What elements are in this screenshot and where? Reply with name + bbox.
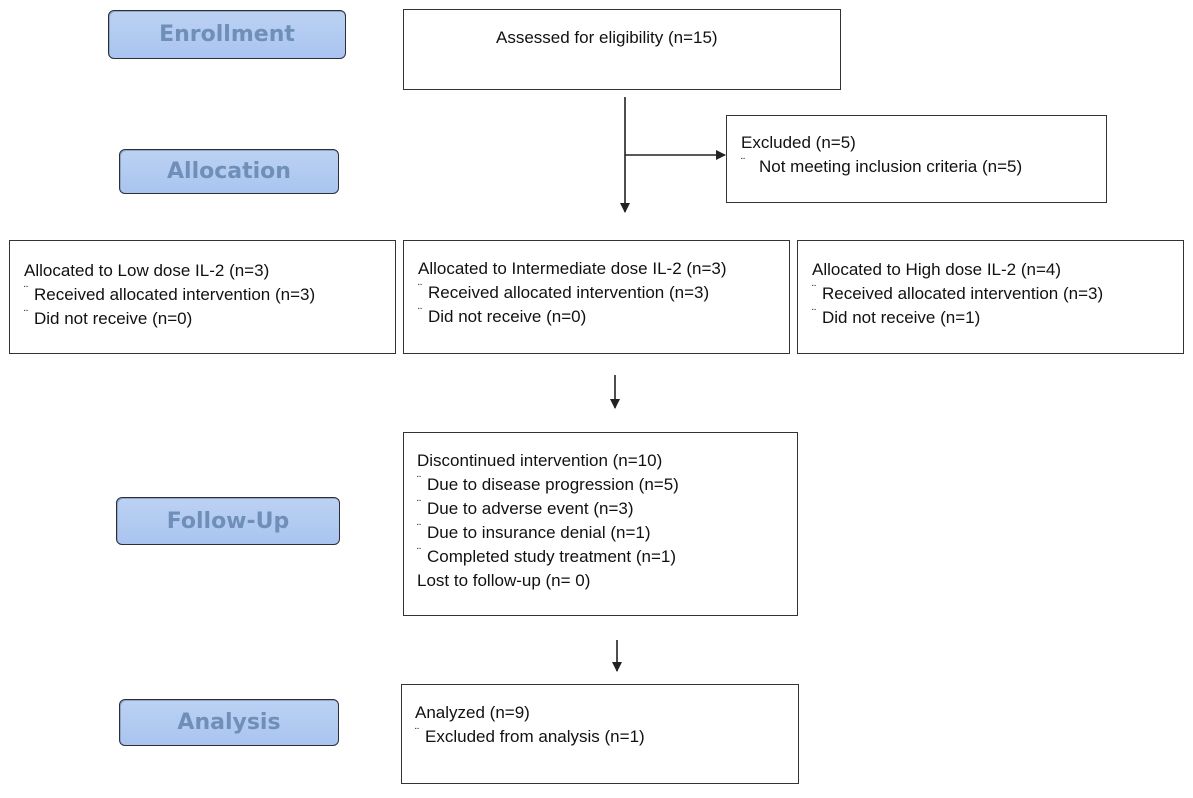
followup-item-2: ¨ Due to adverse event (n=3): [417, 497, 797, 521]
arm-intermediate-item-2: ¨ Did not receive (n=0): [418, 305, 789, 329]
analysis-box: Analyzed (n=9) ¨ Excluded from analysis …: [401, 684, 799, 784]
stage-followup: Follow-Up: [116, 497, 340, 545]
followup-title: Discontinued intervention (n=10): [417, 451, 663, 470]
stage-enrollment: Enrollment: [108, 10, 346, 59]
bullet-mark: ¨: [741, 155, 745, 169]
arm-intermediate-box: Allocated to Intermediate dose IL-2 (n=3…: [403, 240, 790, 354]
analysis-item-1-text: Excluded from analysis (n=1): [425, 727, 645, 746]
arm-intermediate-item-1-text: Received allocated intervention (n=3): [428, 283, 710, 302]
arm-intermediate-item-1: ¨ Received allocated intervention (n=3): [418, 281, 789, 305]
followup-box: Discontinued intervention (n=10) ¨ Due t…: [403, 432, 798, 616]
assessed-box: Assessed for eligibility (n=15): [403, 9, 841, 90]
excluded-box: Excluded (n=5) ¨ Not meeting inclusion c…: [726, 115, 1107, 203]
followup-item-3: ¨ Due to insurance denial (n=1): [417, 521, 797, 545]
bullet-mark: ¨: [415, 725, 419, 739]
excluded-title: Excluded (n=5): [741, 133, 856, 152]
stage-followup-label: Follow-Up: [166, 508, 290, 534]
followup-item-3-text: Due to insurance denial (n=1): [427, 523, 651, 542]
bullet-mark: ¨: [812, 306, 816, 320]
bullet-mark: ¨: [24, 307, 28, 321]
followup-item-4-text: Completed study treatment (n=1): [427, 547, 676, 566]
bullet-mark: ¨: [417, 497, 421, 511]
arm-low-item-2: ¨ Did not receive (n=0): [24, 307, 395, 331]
arm-low-item-1-text: Received allocated intervention (n=3): [34, 285, 316, 304]
stage-analysis: Analysis: [119, 699, 339, 746]
followup-item-1-text: Due to disease progression (n=5): [427, 475, 679, 494]
followup-item-1: ¨ Due to disease progression (n=5): [417, 473, 797, 497]
arm-high-item-1-text: Received allocated intervention (n=3): [822, 284, 1104, 303]
bullet-mark: ¨: [417, 545, 421, 559]
bullet-mark: ¨: [812, 282, 816, 296]
arm-low-box: Allocated to Low dose IL-2 (n=3) ¨ Recei…: [9, 240, 396, 354]
assessed-title: Assessed for eligibility (n=15): [496, 28, 718, 47]
followup-item-4: ¨ Completed study treatment (n=1): [417, 545, 797, 569]
bullet-mark: ¨: [417, 521, 421, 535]
stage-enrollment-label: Enrollment: [159, 22, 295, 47]
arm-high-item-2: ¨ Did not receive (n=1): [812, 306, 1183, 330]
bullet-mark: ¨: [418, 305, 422, 319]
followup-lost: Lost to follow-up (n= 0): [417, 571, 591, 590]
followup-item-2-text: Due to adverse event (n=3): [427, 499, 634, 518]
bullet-mark: ¨: [24, 283, 28, 297]
analysis-title: Analyzed (n=9): [415, 703, 530, 722]
arm-low-item-2-text: Did not receive (n=0): [34, 309, 193, 328]
arm-high-box: Allocated to High dose IL-2 (n=4) ¨ Rece…: [797, 240, 1184, 354]
excluded-item: ¨ Not meeting inclusion criteria (n=5): [741, 155, 1106, 179]
arm-low-title: Allocated to Low dose IL-2 (n=3): [24, 261, 270, 280]
arm-high-item-2-text: Did not receive (n=1): [822, 308, 981, 327]
bullet-mark: ¨: [417, 473, 421, 487]
analysis-item-1: ¨ Excluded from analysis (n=1): [415, 725, 798, 749]
stage-allocation-label: Allocation: [167, 159, 291, 184]
stage-analysis-label: Analysis: [177, 710, 281, 735]
stage-allocation: Allocation: [119, 149, 339, 194]
bullet-mark: ¨: [418, 281, 422, 295]
arm-high-item-1: ¨ Received allocated intervention (n=3): [812, 282, 1183, 306]
arm-intermediate-title: Allocated to Intermediate dose IL-2 (n=3…: [418, 259, 727, 278]
arm-intermediate-item-2-text: Did not receive (n=0): [428, 307, 587, 326]
excluded-item-text: Not meeting inclusion criteria (n=5): [759, 157, 1023, 176]
arm-low-item-1: ¨ Received allocated intervention (n=3): [24, 283, 395, 307]
arm-high-title: Allocated to High dose IL-2 (n=4): [812, 260, 1062, 279]
